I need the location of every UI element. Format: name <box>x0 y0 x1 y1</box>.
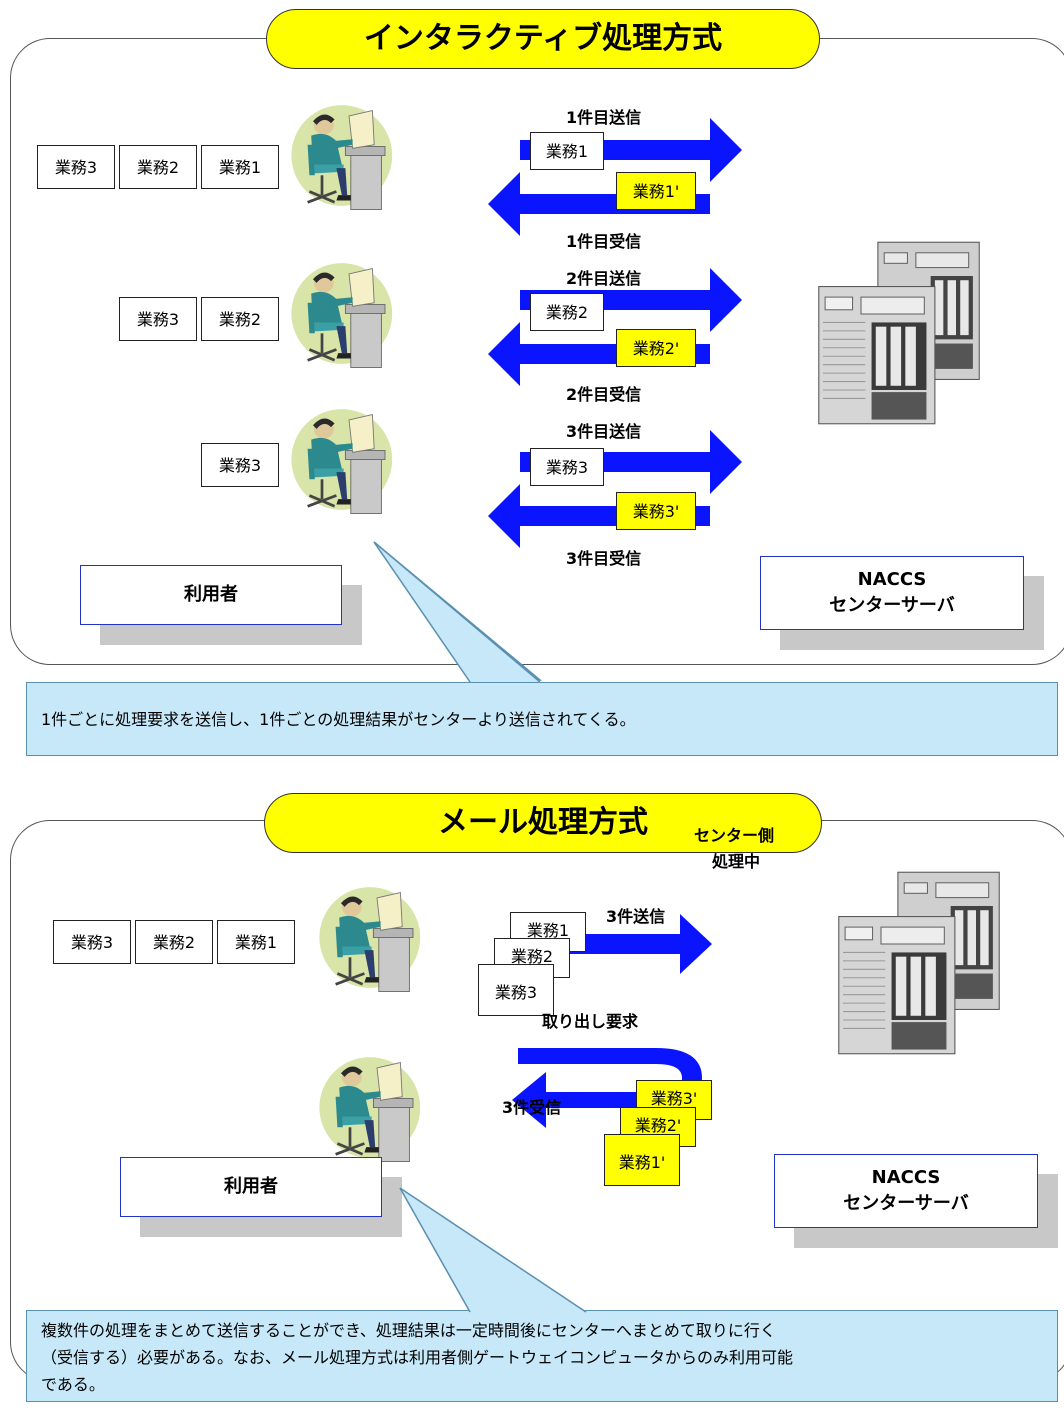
recv-label-3: 3件目受信 <box>566 549 642 568</box>
mail-recv-doc: 業務3' <box>636 1080 712 1120</box>
send-doc-2: 業務2 <box>530 293 604 331</box>
interactive-callout: 1件ごとに処理要求を送信し、1件ごとの処理結果がセンターより送信されてくる。 <box>26 682 1058 756</box>
interactive-title: インタラクティブ処理方式 <box>266 9 820 69</box>
interactive-row1-queue-doc: 業務2 <box>119 145 197 189</box>
send-doc-3: 業務3 <box>530 448 604 486</box>
mail-queue-doc: 業務3 <box>53 920 131 964</box>
mail-user-box: 利用者 <box>120 1157 382 1217</box>
processing-label-1: センター側 <box>694 826 775 845</box>
send-label-1: 1件目送信 <box>566 108 642 127</box>
mail-title: メール処理方式 <box>264 793 822 853</box>
server-label-1: NACCS <box>857 569 927 590</box>
server-icon <box>814 238 984 428</box>
mail-send-label: 3件送信 <box>606 907 666 926</box>
mail-send-arrow <box>560 914 712 974</box>
mail-callout-pointer <box>399 1187 587 1313</box>
recv-doc-1: 業務1' <box>616 172 696 210</box>
interactive-row1-queue-doc: 業務3 <box>37 145 115 189</box>
user-person-icon <box>314 880 422 1004</box>
server-label-2: センターサーバ <box>829 595 955 616</box>
send-label-3: 3件目送信 <box>566 422 642 441</box>
send-label-2: 2件目送信 <box>566 269 642 288</box>
mail-queue-doc: 業務1 <box>217 920 295 964</box>
recv-label-2: 2件目受信 <box>566 385 642 404</box>
mail-callout-line-3: である。 <box>41 1375 105 1394</box>
user-person-icon <box>286 98 394 222</box>
user-person-icon <box>286 402 394 526</box>
interactive-callout-text: 1件ごとに処理要求を送信し、1件ごとの処理結果がセンターより送信されてくる。 <box>41 710 636 729</box>
fetch-label: 取り出し要求 <box>542 1012 639 1031</box>
callout-pointer-join <box>373 541 541 683</box>
processing-label-2: 処理中 <box>712 852 761 871</box>
server-icon <box>834 868 1004 1058</box>
mail-callout: 複数件の処理をまとめて送信することができ、処理結果は一定時間後にセンターへまとめ… <box>26 1310 1058 1402</box>
mail-server-label-2: センターサーバ <box>843 1193 969 1214</box>
user-person-icon <box>314 1050 422 1174</box>
interactive-row2-queue-doc: 業務2 <box>201 297 279 341</box>
send-doc-1: 業務1 <box>530 132 604 170</box>
mail-server-label-1: NACCS <box>871 1167 941 1188</box>
interactive-row3-queue-doc: 業務3 <box>201 443 279 487</box>
mail-queue-doc: 業務2 <box>135 920 213 964</box>
mail-callout-line-1: 複数件の処理をまとめて送信することができ、処理結果は一定時間後にセンターへまとめ… <box>41 1321 776 1340</box>
server-box: NACCS センターサーバ <box>760 556 1024 630</box>
interactive-row1-queue-doc: 業務1 <box>201 145 279 189</box>
recv-doc-3: 業務3' <box>616 492 696 530</box>
mail-send-doc: 業務3 <box>478 964 554 1016</box>
mail-callout-line-2: （受信する）必要がある。なお、メール処理方式は利用者側ゲートウェイコンピュータか… <box>41 1348 794 1367</box>
user-person-icon <box>286 256 394 380</box>
mail-recv-label: 3件受信 <box>502 1098 562 1117</box>
mail-recv-doc: 業務1' <box>604 1134 680 1186</box>
interactive-arrows <box>488 118 742 548</box>
recv-doc-2: 業務2' <box>616 329 696 367</box>
user-box: 利用者 <box>80 565 342 625</box>
recv-label-1: 1件目受信 <box>566 232 642 251</box>
interactive-row2-queue-doc: 業務3 <box>119 297 197 341</box>
mail-server-box: NACCS センターサーバ <box>774 1154 1038 1228</box>
